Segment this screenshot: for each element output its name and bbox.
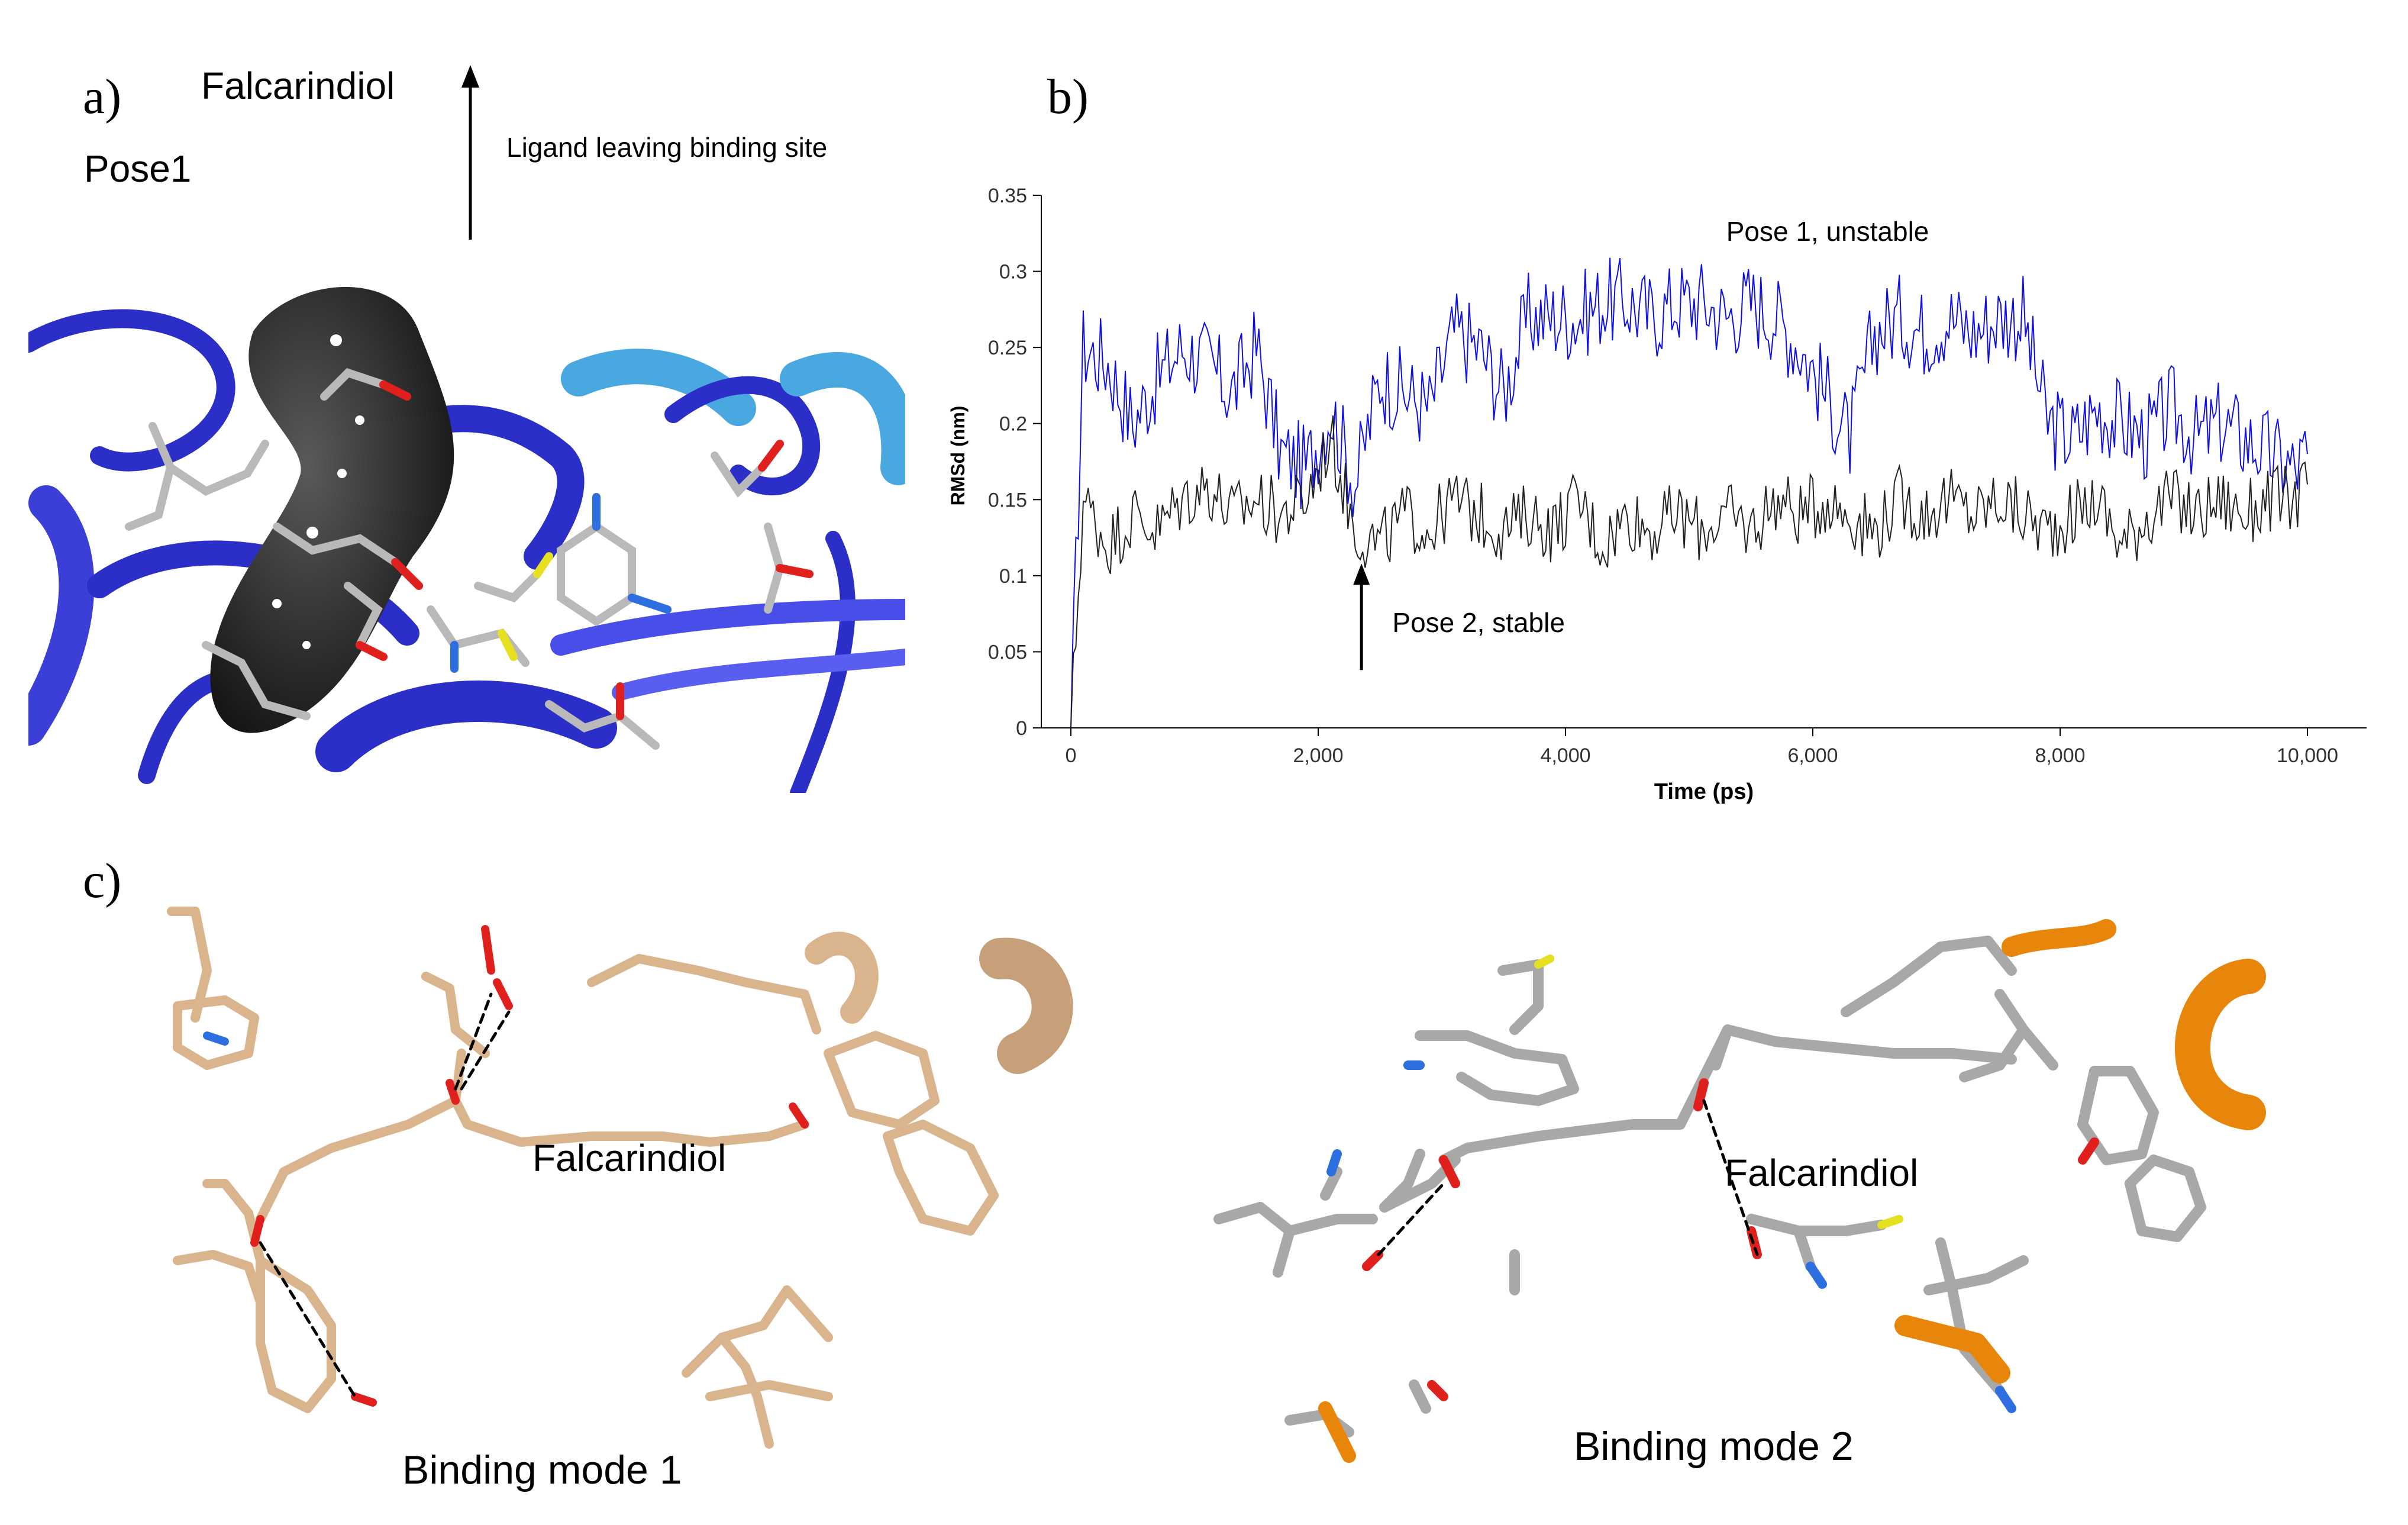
binding-mode-1-structure: [167, 907, 1073, 1449]
y-tick-label: 0: [1016, 717, 1027, 740]
x-tick-label: 0: [1066, 744, 1077, 767]
panel-letter-a: a): [83, 69, 122, 124]
ligand-highlights: [272, 334, 364, 649]
mode2-ligand-name: Falcarindiol: [1725, 1152, 1919, 1194]
rmsd-chart: 0 0.05 0.1 0.15 0.2 0.25 0.3 0.35 0 2,000 4,000 6,0…: [923, 160, 2384, 817]
mode2-caption: Binding mode 2: [1574, 1424, 1854, 1469]
x-tick-label: 10,000: [2277, 744, 2338, 767]
y-tick-label: 0.3: [999, 261, 1027, 283]
rmsd-chart-svg: 0 0.05 0.1 0.15 0.2 0.25 0.3 0.35 0 2,000 4,000 6,0…: [947, 185, 2367, 804]
panel-a-arrow-caption: Ligand leaving binding site: [506, 132, 828, 163]
protein-structure-render: [28, 278, 905, 793]
x-tick-label: 6,000: [1787, 744, 1838, 767]
panel-letter-b: b): [1047, 69, 1089, 124]
y-tick-label: 0.15: [988, 489, 1027, 511]
panel-a-ligand-name: Falcarindiol: [201, 65, 395, 107]
x-tick-label: 4,000: [1540, 744, 1590, 767]
chart-series: [1070, 257, 2308, 728]
series-line-2: [1070, 415, 2308, 728]
y-tick-label: 0.1: [999, 565, 1027, 588]
chart-axes: 0 0.05 0.1 0.15 0.2 0.25 0.3 0.35 0 2,000 4,000 6,0…: [988, 185, 2367, 767]
binding-mode-2-structure: [1213, 919, 2266, 1463]
x-tick-label: 8,000: [2035, 744, 2085, 767]
annotation-pose2-arrow: [1353, 563, 1370, 670]
series-line-1: [1070, 257, 2308, 728]
binding-modes-svg: [167, 907, 2266, 1463]
ligand-leaving-arrow: [461, 65, 479, 240]
panel-letter-c: c): [83, 853, 122, 908]
binding-modes-panel: Falcarindiol Binding mode 1 Falcarindiol…: [0, 876, 2408, 1522]
mode1-caption: Binding mode 1: [402, 1447, 682, 1492]
annotation-pose1: Pose 1, unstable: [1726, 216, 1929, 247]
y-tick-label: 0.25: [988, 337, 1027, 359]
annotation-pose2: Pose 2, stable: [1392, 607, 1565, 638]
protein-structure-svg: [28, 278, 905, 793]
y-axis-label: RMSd (nm): [947, 406, 969, 506]
y-tick-label: 0.2: [999, 413, 1027, 436]
mode1-ligand-name: Falcarindiol: [532, 1137, 727, 1179]
x-axis-label: Time (ps): [1654, 779, 1754, 804]
x-tick-label: 2,000: [1293, 744, 1343, 767]
stick-residues: [125, 367, 814, 750]
y-tick-label: 0.05: [988, 641, 1027, 663]
panel-a-pose-label: Pose1: [84, 147, 192, 190]
y-tick-label: 0.35: [988, 185, 1027, 207]
ligand-surface: [210, 286, 454, 733]
